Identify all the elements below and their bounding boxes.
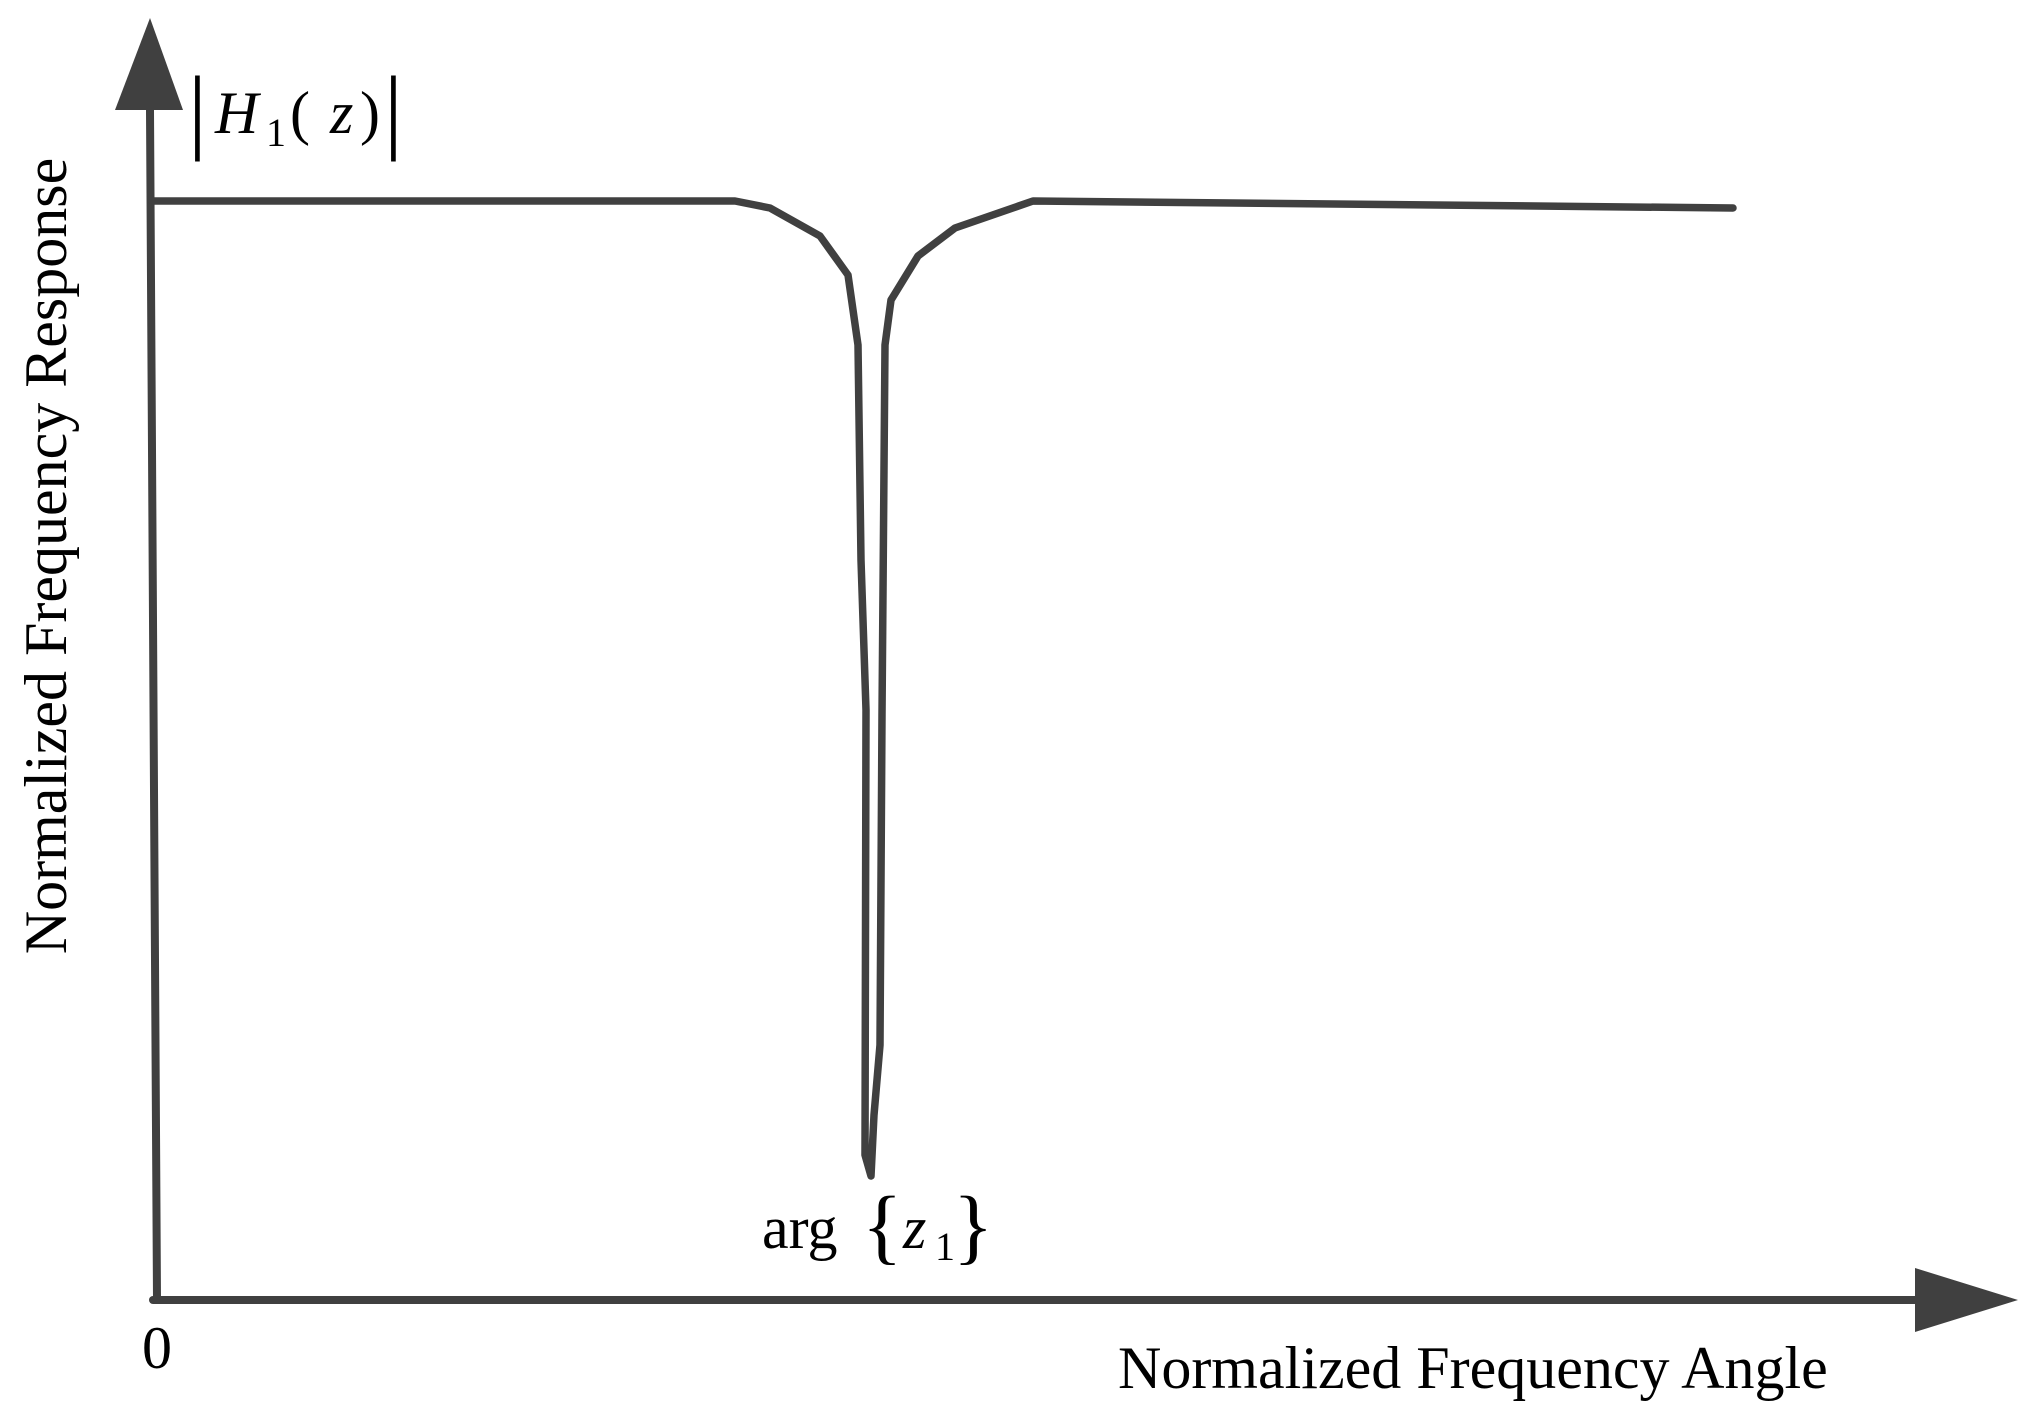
response-label-z: z	[329, 80, 353, 146]
notch-label-close-brace: }	[953, 1180, 993, 1273]
origin-label: 0	[142, 1315, 172, 1381]
notch-label-arg: arg	[762, 1195, 838, 1261]
y-axis-arrow-head	[115, 18, 183, 110]
notch-label-subscript: 1	[935, 1224, 955, 1269]
response-magnitude-label: | H 1 ( z ) |	[188, 58, 403, 162]
frequency-response-curve	[148, 197, 1737, 1180]
response-label-open-paren: (	[290, 80, 310, 146]
response-label-left-bar: |	[188, 58, 207, 162]
y-axis-label: Normalized Frequency Response	[13, 158, 79, 954]
response-label-subscript: 1	[266, 110, 286, 155]
x-axis	[149, 1268, 2018, 1332]
x-axis-label: Normalized Frequency Angle	[1118, 1335, 1828, 1401]
response-label-close-paren: )	[360, 80, 380, 146]
response-label-H: H	[214, 80, 262, 146]
notch-frequency-label: arg { z 1 }	[762, 1180, 993, 1273]
response-label-right-bar: |	[384, 58, 403, 162]
y-axis	[115, 18, 183, 1304]
y-axis-line	[146, 106, 161, 1304]
notch-label-open-brace: {	[862, 1180, 902, 1273]
x-axis-arrow-head	[1915, 1268, 2018, 1332]
notch-label-z: z	[902, 1195, 926, 1261]
